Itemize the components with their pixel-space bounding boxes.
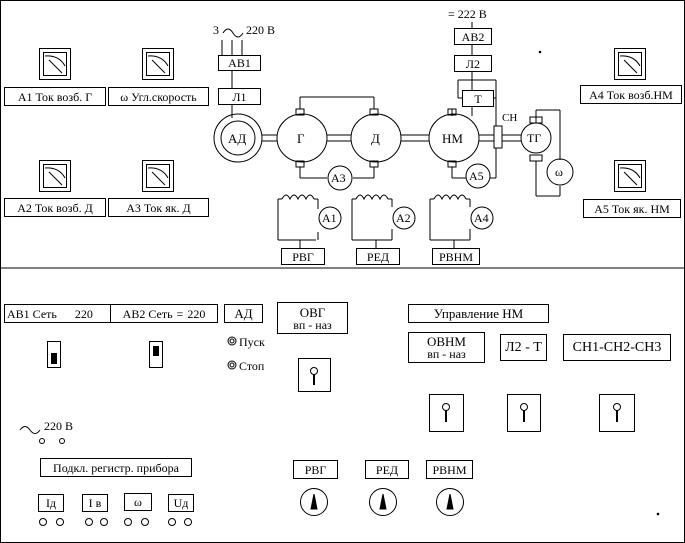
nm-control-label: Управление НМ [408,304,549,323]
ammeter-a2-label: А2 [396,211,411,225]
contactor-l2: Л2 [454,55,492,72]
meter-ud-label: Uд [168,494,194,512]
motor-d-label: Д [371,131,380,146]
ammeter-a2 [392,206,416,230]
sn-label: СН [502,112,518,124]
ovg-switch[interactable] [298,358,331,392]
motor-ad-outer [213,113,263,163]
ab2-voltage: 220 [187,306,206,321]
regulator-rvnm: РВНМ [432,248,480,265]
instrument-a2-label: А2 Ток возб. Д [4,198,106,217]
regulator-rvg: РВГ [281,248,325,265]
meter-a4-gauge-icon [614,48,646,80]
instrument-omega-label: ω Угл.скорость [108,87,209,106]
contactor-t: Т [462,90,494,107]
meter-a1-gauge-icon [39,48,71,80]
motor-ad-label: АД [228,131,247,146]
instrument-a4-label: А4 Ток возб.НМ [580,85,682,104]
regulator-red: РЕД [356,248,400,265]
motor-d [350,113,402,163]
ab2-network-label: АВ2 Сеть = 220 [110,304,218,323]
ovnm-sub-label: вп - наз [427,347,466,361]
ammeter-a5-label: А5 [469,169,484,183]
rvnm-knob[interactable] [435,487,465,517]
panel-red-label: РЕД [365,460,409,479]
sn-coupling [493,125,503,149]
ab1-toggle-switch[interactable] [47,341,61,368]
ammeter-a1 [318,206,342,230]
ac-socket-voltage: 220 В [44,419,74,433]
meter-id-label: Iд [38,494,64,512]
ovg-label-box: ОВГ вп - наз [277,302,348,334]
meter-iv-label: I в [82,494,108,512]
generator-g [276,113,328,163]
ovg-sub-label: вп - наз [293,317,332,332]
ac-voltage: 220 В [246,23,276,37]
ab1-voltage: 220 [74,306,93,321]
ab2-network-text: АВ2 Сеть [122,306,173,321]
ad-panel-label: АД [224,304,263,323]
start-button[interactable]: Пуск [239,335,265,349]
dc-voltage: = 222 В [448,7,487,21]
field-winding-g [277,194,319,248]
ovg-label: ОВГ [299,304,326,320]
ab2-toggle-switch[interactable] [149,341,163,368]
instrument-a3-label: А3 Ток як. Д [108,198,209,217]
ac-phase-count: 3 [213,23,219,37]
tachogenerator-label: ТГ [527,131,542,145]
motor-ad-inner [220,120,256,156]
recorder-connect-label: Подкл. регистр. прибора [40,458,192,477]
panel-rvg-label: РВГ [293,460,338,479]
l2t-label: Л2 - Т [500,334,547,361]
meter-a5-gauge-icon [614,160,646,192]
ammeter-a5 [465,163,491,189]
meter-omega-gauge-icon [142,48,174,80]
ovnm-switch[interactable] [429,394,464,432]
load-machine-nm [428,113,480,163]
stop-button[interactable]: Стоп [239,359,265,373]
ammeter-a3-label: А3 [331,171,346,185]
instrument-a5-label: А5 Ток як. НМ [583,199,681,218]
meter-a2-gauge-icon [39,160,71,192]
contactor-l1: Л1 [218,88,261,105]
panel-rvnm-label: РВНМ [426,460,473,479]
breaker-ab2: АВ2 [454,28,492,45]
omega-meter-label: ω [555,165,563,179]
ovnm-label-box: ОВНМ вп - наз [408,332,485,363]
ammeter-a3 [327,165,353,191]
red-knob[interactable] [368,487,398,517]
breaker-ab1: АВ1 [218,55,261,71]
ovnm-label: ОВНМ [426,334,466,349]
dc-symbol: = [176,306,184,321]
meter-omega-label: ω [124,493,152,511]
tach-meter-omega [546,158,574,186]
l2t-switch[interactable] [507,394,541,432]
meter-a3-gauge-icon [142,160,174,192]
instrument-a1-label: А1 Ток возб. Г [4,87,106,106]
ammeter-a4-label: А4 [474,211,489,225]
sn123-switch[interactable] [599,394,635,432]
ammeter-a4 [470,206,494,230]
ab1-network-label: АВ1 Сеть 220 [4,304,114,323]
ab1-network-text: АВ1 Сеть [7,306,57,321]
ammeter-a1-label: А1 [322,211,337,225]
rvg-knob[interactable] [299,487,329,517]
sn123-label: СН1-СН2-СН3 [563,334,671,361]
generator-g-label: Г [297,131,305,146]
load-machine-nm-label: НМ [442,131,463,146]
